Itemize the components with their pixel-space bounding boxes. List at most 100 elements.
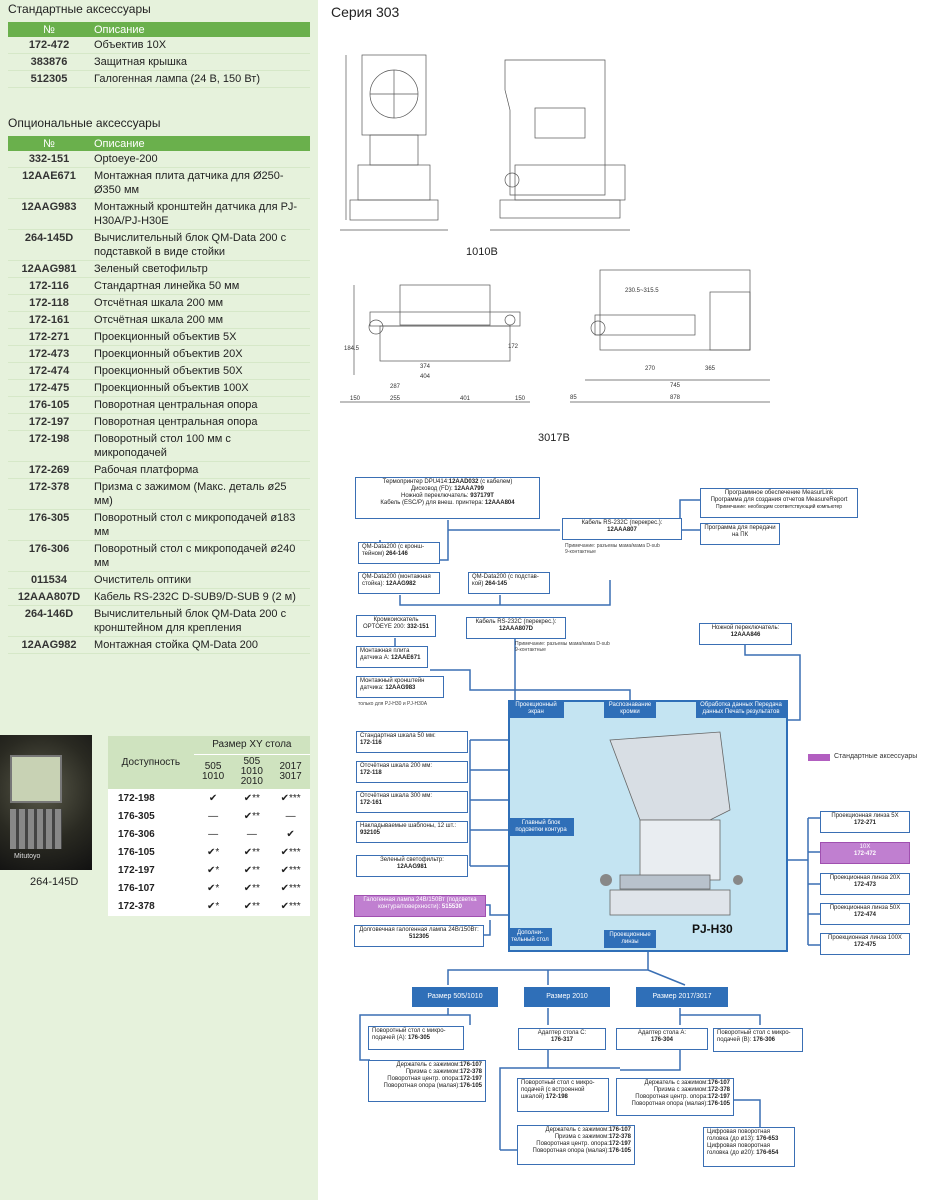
availability-mark: ✔ [193,789,233,808]
dim-878: 878 [670,395,681,401]
scale-200-box: Отсчётная шкала 200 мм:172-118 [356,761,468,783]
dim-270: 270 [645,366,656,372]
availability-row: 176-105✔*✔**✔*** [108,843,310,862]
col-number: № [8,136,90,151]
size-column: 505 1010 [193,754,233,790]
availability-mark: ✔* [193,897,233,916]
part-number: 172-473 [8,345,90,363]
part-number: 176-306 [8,540,90,572]
part-description: Зеленый светофильтр [90,260,310,278]
availability-row: 172-198✔✔**✔*** [108,789,310,808]
size-505-1010: Размер 505/1010 [412,987,498,1007]
availability-code: 172-197 [108,861,194,880]
availability-label: Доступность [108,736,194,790]
availability-code: 172-198 [108,789,194,808]
availability-mark: ✔** [232,843,272,862]
part-description: Монтажная плита датчика для Ø250-Ø350 мм [90,167,310,199]
adapter-a-box: Адаптер стола А:176-304 [616,1028,708,1050]
availability-mark: ✔** [232,897,272,916]
green-filter-box: Зеленый светофильтр:12AAG981 [356,855,468,877]
part-number: 172-474 [8,362,90,380]
holder-set-3: Держатель с зажимом:176-107 Призма с заж… [517,1125,635,1165]
part-description: Рабочая платформа [90,461,310,479]
part-description: Optoeye-200 [90,151,310,168]
availability-mark: ✔* [193,843,233,862]
availability-mark: — [271,807,310,826]
part-description: Поворотная центральная опора [90,413,310,431]
part-number: 172-378 [8,478,90,510]
availability-code: 176-105 [108,843,194,862]
dim-287: 287 [390,384,401,390]
side-view-3017b [570,269,770,403]
availability-row: 172-378✔*✔**✔*** [108,897,310,916]
availability-mark: ✔** [232,807,272,826]
availability-mark: ✔** [232,879,272,898]
part-number: 264-145D [8,229,90,261]
availability-mark: ✔*** [271,861,310,880]
photo-caption: 264-145D [30,876,79,888]
part-number: 172-271 [8,328,90,346]
part-number: 383876 [8,53,90,71]
qm-mount-box: QM-Data200 (монтажная стойка): 12AAG982 [358,572,440,594]
availability-row: 176-107✔*✔**✔*** [108,879,310,898]
qm-bracket-box: QM-Data200 (с кронш-тейном) 264-146 [358,542,440,564]
standard-accessories-title: Стандартные аксессуары [8,2,151,16]
col-number: № [8,22,90,37]
part-number: 172-116 [8,277,90,295]
legend-swatch [808,754,830,761]
part-description: Отсчётная шкала 200 мм [90,311,310,329]
part-number: 172-197 [8,413,90,431]
part-description: Поворотный стол с микроподачей ø240 мм [90,540,310,572]
dim-374: 374 [420,364,431,370]
availability-mark: — [232,825,272,844]
part-number: 172-198 [8,430,90,462]
availability-mark: ✔* [193,879,233,898]
dim-255: 255 [390,396,401,402]
part-description: Проекционный объектив 50X [90,362,310,380]
part-description: Галогенная лампа (24 В, 150 Вт) [90,70,310,88]
availability-mark: ✔* [193,861,233,880]
part-description: Проекционный объектив 100X [90,379,310,397]
part-number: 512305 [8,70,90,88]
extra-table-label: Дополни-тельный стол [508,928,552,946]
part-description: Объектив 10X [90,37,310,54]
model-name: PJ-H30 [692,922,733,936]
part-description: Отсчётная шкала 200 мм [90,294,310,312]
part-number: 172-475 [8,379,90,397]
part-description: Призма с зажимом (Макс. деталь ø25 мм) [90,478,310,510]
legend-text: Стандартные аксессуары [834,753,918,760]
part-number: 264-146D [8,605,90,637]
part-number: 332-151 [8,151,90,168]
qm-data-keypad [10,809,62,849]
qm-stand-box: QM-Data200 (с подстав-кой) 264-145 [468,572,550,594]
long-life-lamp-box: Долговечная галогенная лампа 24В/150Вт: … [354,925,484,947]
availability-mark: ✔ [271,825,310,844]
size-2010: Размер 2010 [524,987,610,1007]
part-number: 176-105 [8,396,90,414]
dim-85: 85 [570,395,577,401]
dim-150-left: 150 [350,396,361,402]
dim-404: 404 [420,374,431,380]
part-description: Защитная крышка [90,53,310,71]
availability-code: 176-306 [108,825,194,844]
edge-detection-label: Распознавание кромки [604,700,656,718]
size-column: 2017 3017 [271,754,310,790]
